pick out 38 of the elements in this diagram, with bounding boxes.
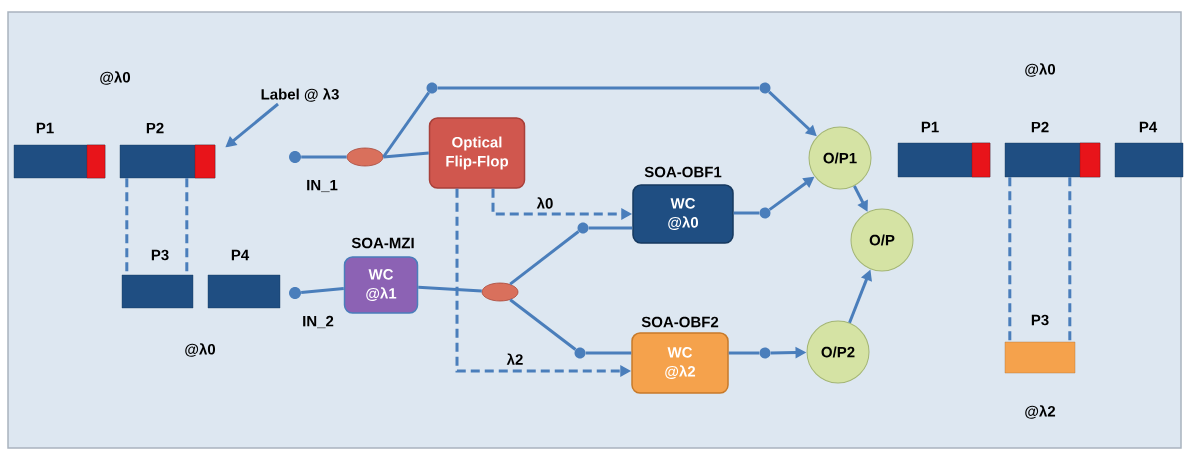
splitter-ellipse [481,282,519,302]
packet-label: P2 [146,122,164,134]
connector-line [588,226,633,230]
arrow-label: Label @ λ3 [261,88,339,102]
connector-line [733,211,760,215]
process-box: WC @λ0 [632,184,734,244]
process-box: Optical Flip-Flop [428,117,526,189]
process-box: WC @λ2 [631,332,729,394]
packet-label: P4 [1139,121,1158,133]
wavelength-label: @λ0 [1025,63,1056,77]
connector-line [382,91,430,158]
wavelength-label: @λ0 [185,343,216,357]
dashed-line [1068,177,1072,342]
connector-line [437,86,760,90]
packet-label: P2 [1031,121,1049,133]
packet-label: P3 [1031,314,1049,326]
port-label: IN_1 [307,179,338,193]
connector-line [301,286,344,294]
port-label: IN_2 [303,315,334,329]
box-heading: SOA-OBF2 [641,316,719,328]
connector-line [509,230,580,286]
box-heading: SOA-OBF1 [644,166,722,178]
connector-line [418,285,482,293]
connector-line [728,351,760,355]
packet-label: P3 [151,249,169,261]
packet-label: P4 [231,249,250,261]
packet-label: P1 [36,122,54,134]
wavelength-label: @λ0 [100,71,131,85]
dashed-line [1008,177,1012,342]
process-box: WC @λ1 [343,256,419,314]
connector-line [585,351,632,355]
connector-line [383,151,429,159]
splitter-ellipse [346,147,384,167]
wavelength-label: @λ2 [1025,405,1056,419]
box-heading: SOA-MZI [351,237,414,249]
connector-line [301,155,347,159]
connector-line [509,298,577,351]
packet-label: P1 [921,121,939,133]
